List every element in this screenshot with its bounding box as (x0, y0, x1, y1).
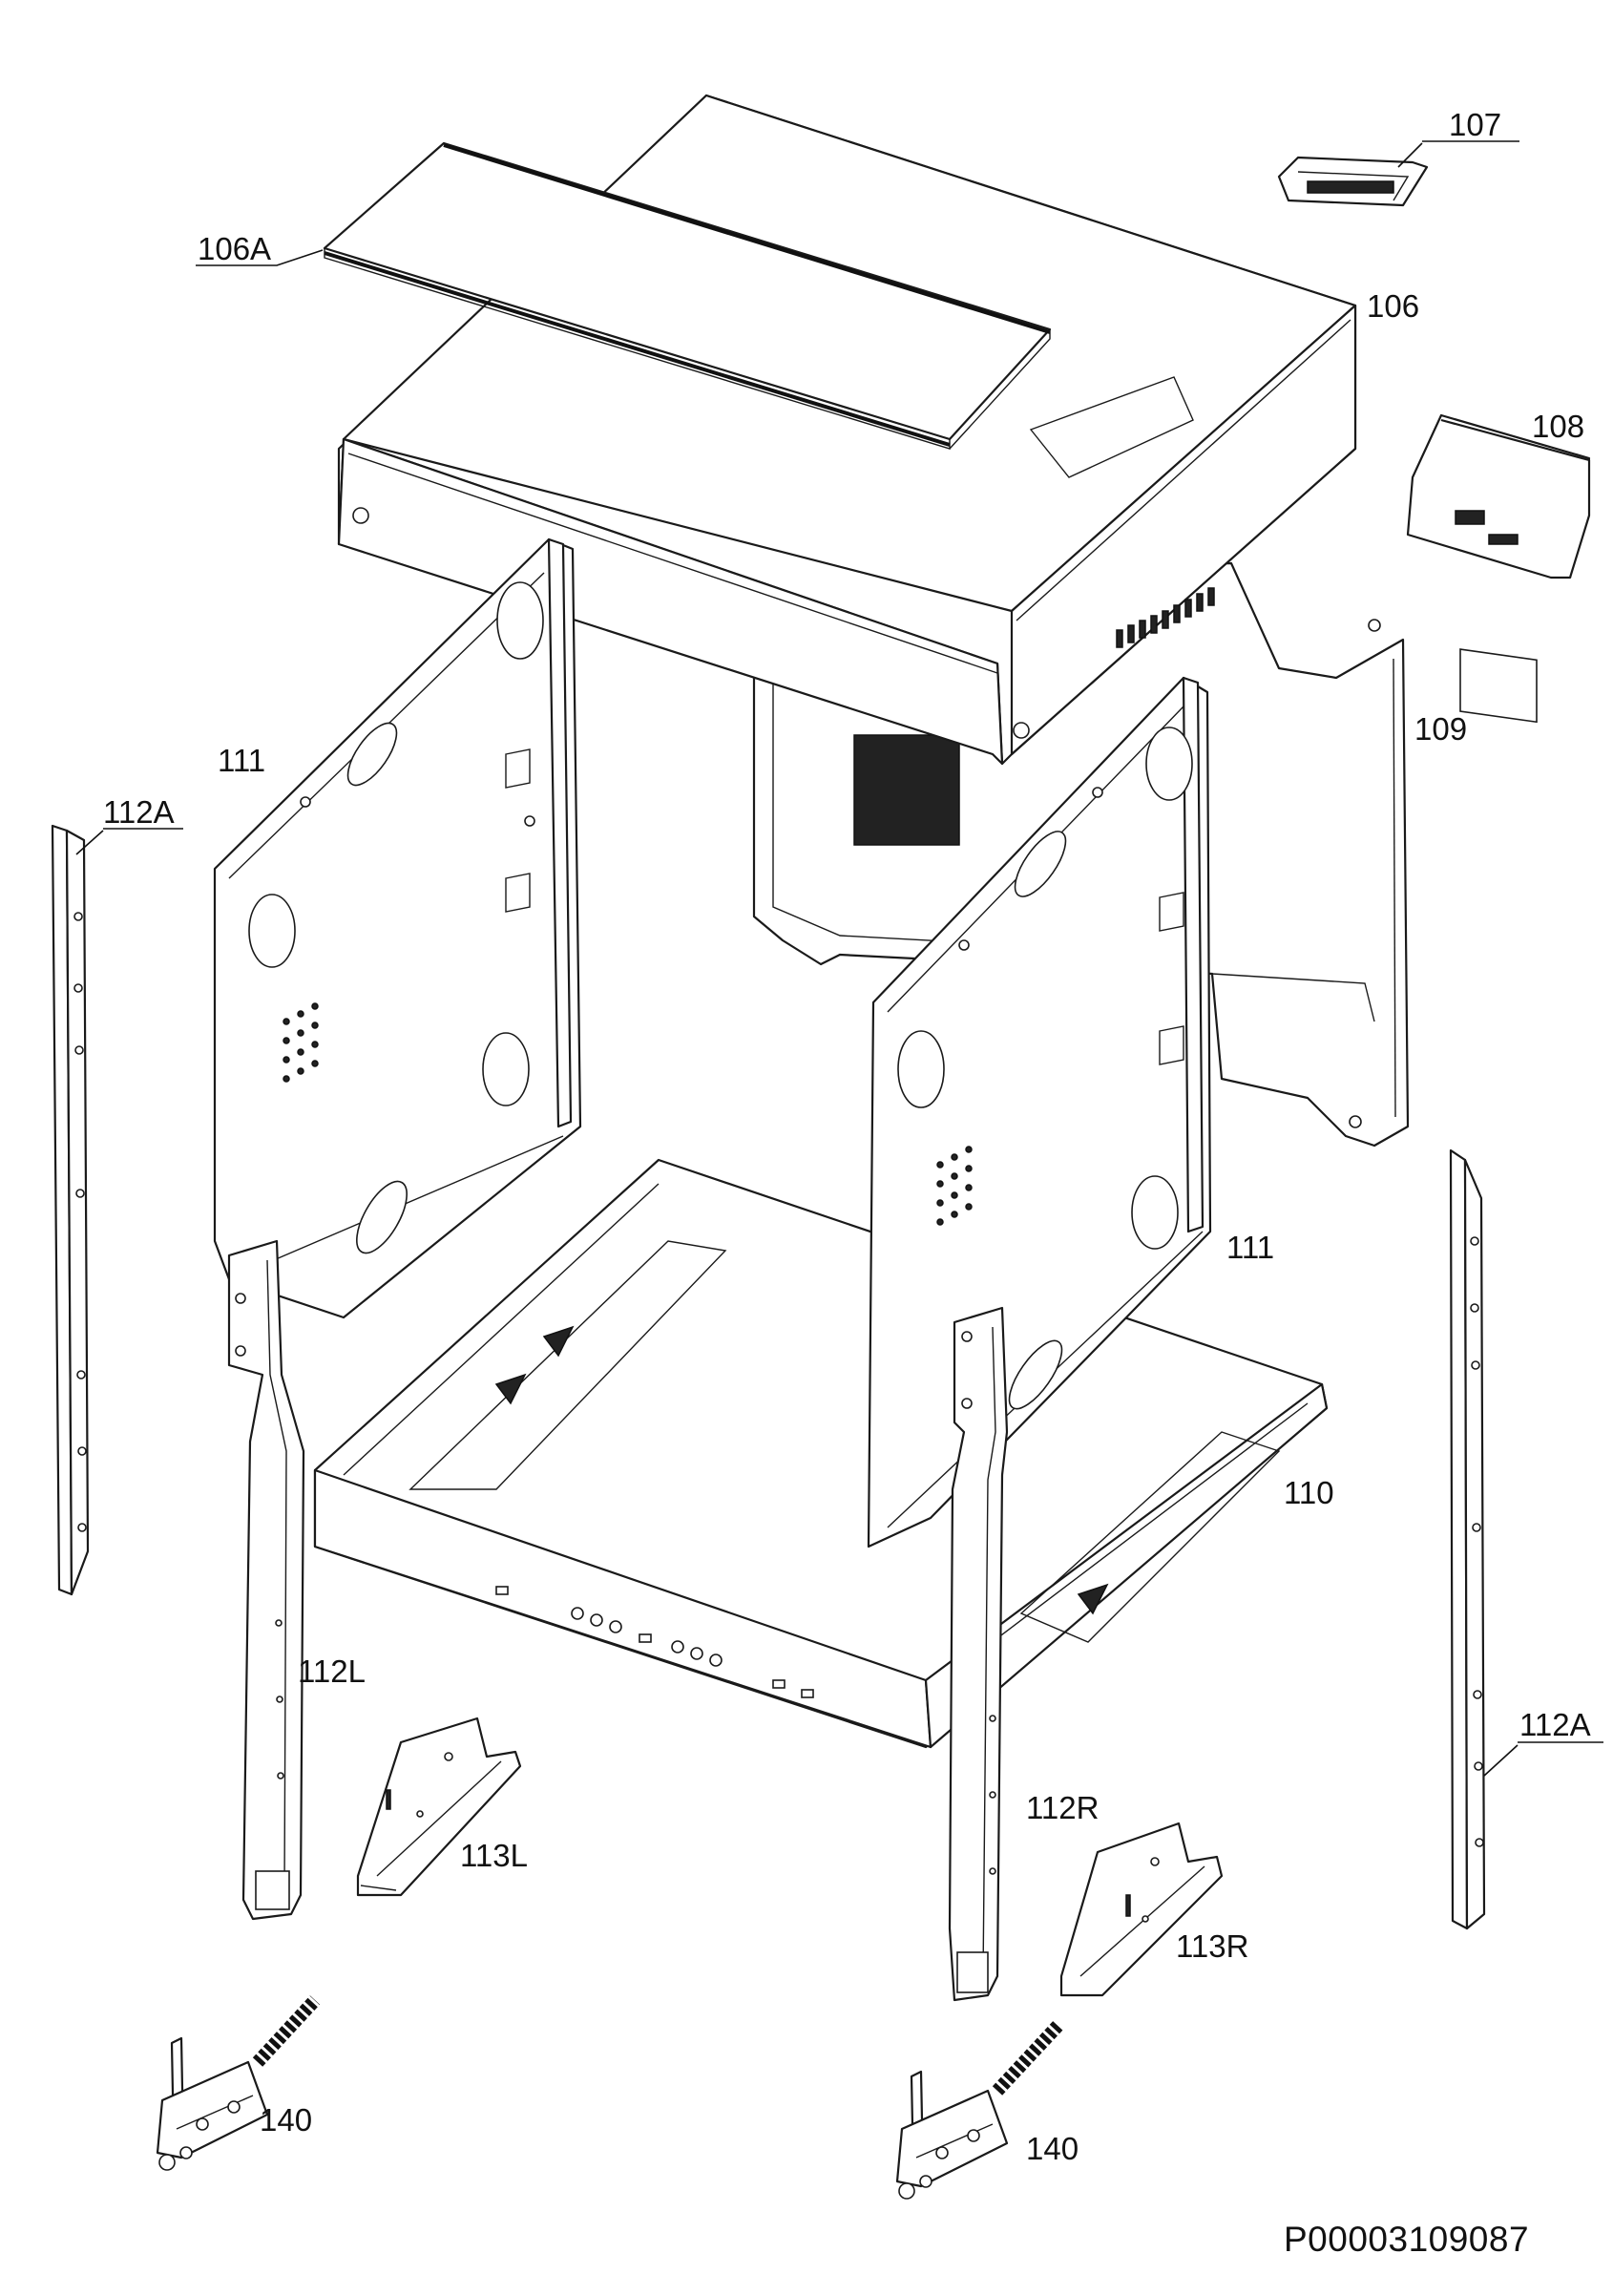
label-110: 110 (1284, 1475, 1334, 1510)
label-106A: 106A (198, 231, 271, 266)
part-107-bracket (1277, 156, 1429, 207)
label-108: 108 (1532, 409, 1584, 444)
label-140-left: 140 (260, 2102, 312, 2138)
part-140-left-hinge (156, 1995, 321, 2171)
label-106: 106 (1367, 288, 1419, 324)
label-112A-right: 112A (1519, 1707, 1591, 1742)
vent-slots (1116, 587, 1215, 648)
perforation-left (283, 1002, 319, 1083)
label-140-right: 140 (1026, 2131, 1079, 2166)
part-111-left-side-panel (213, 537, 582, 1319)
part-112R-hinge-support (948, 1306, 1009, 2002)
perforation-right (936, 1146, 973, 1226)
front-rail-holes (495, 1586, 814, 1698)
label-107: 107 (1449, 107, 1501, 142)
part-106A-insulation (323, 141, 1052, 450)
part-140-right-hinge (895, 2019, 1065, 2200)
part-112A-right-rail (1449, 1148, 1486, 1930)
part-108-control-panel (1406, 413, 1591, 724)
part-113R-bracket (1059, 1822, 1224, 1997)
label-111-left: 111 (218, 743, 265, 778)
leader-lines (75, 140, 1603, 1777)
label-112L: 112L (298, 1654, 366, 1689)
label-109: 109 (1414, 711, 1467, 747)
label-113R: 113R (1176, 1928, 1248, 1964)
part-113L-bracket (356, 1717, 522, 1897)
part-112L-hinge-support (227, 1239, 305, 1921)
label-111-right: 111 (1226, 1230, 1274, 1265)
label-113L: 113L (460, 1838, 528, 1873)
part-112A-left-rail (51, 824, 90, 1596)
label-112R: 112R (1026, 1790, 1099, 1825)
label-112A-left: 112A (103, 794, 175, 830)
document-id: P00003109087 (1284, 2220, 1529, 2259)
